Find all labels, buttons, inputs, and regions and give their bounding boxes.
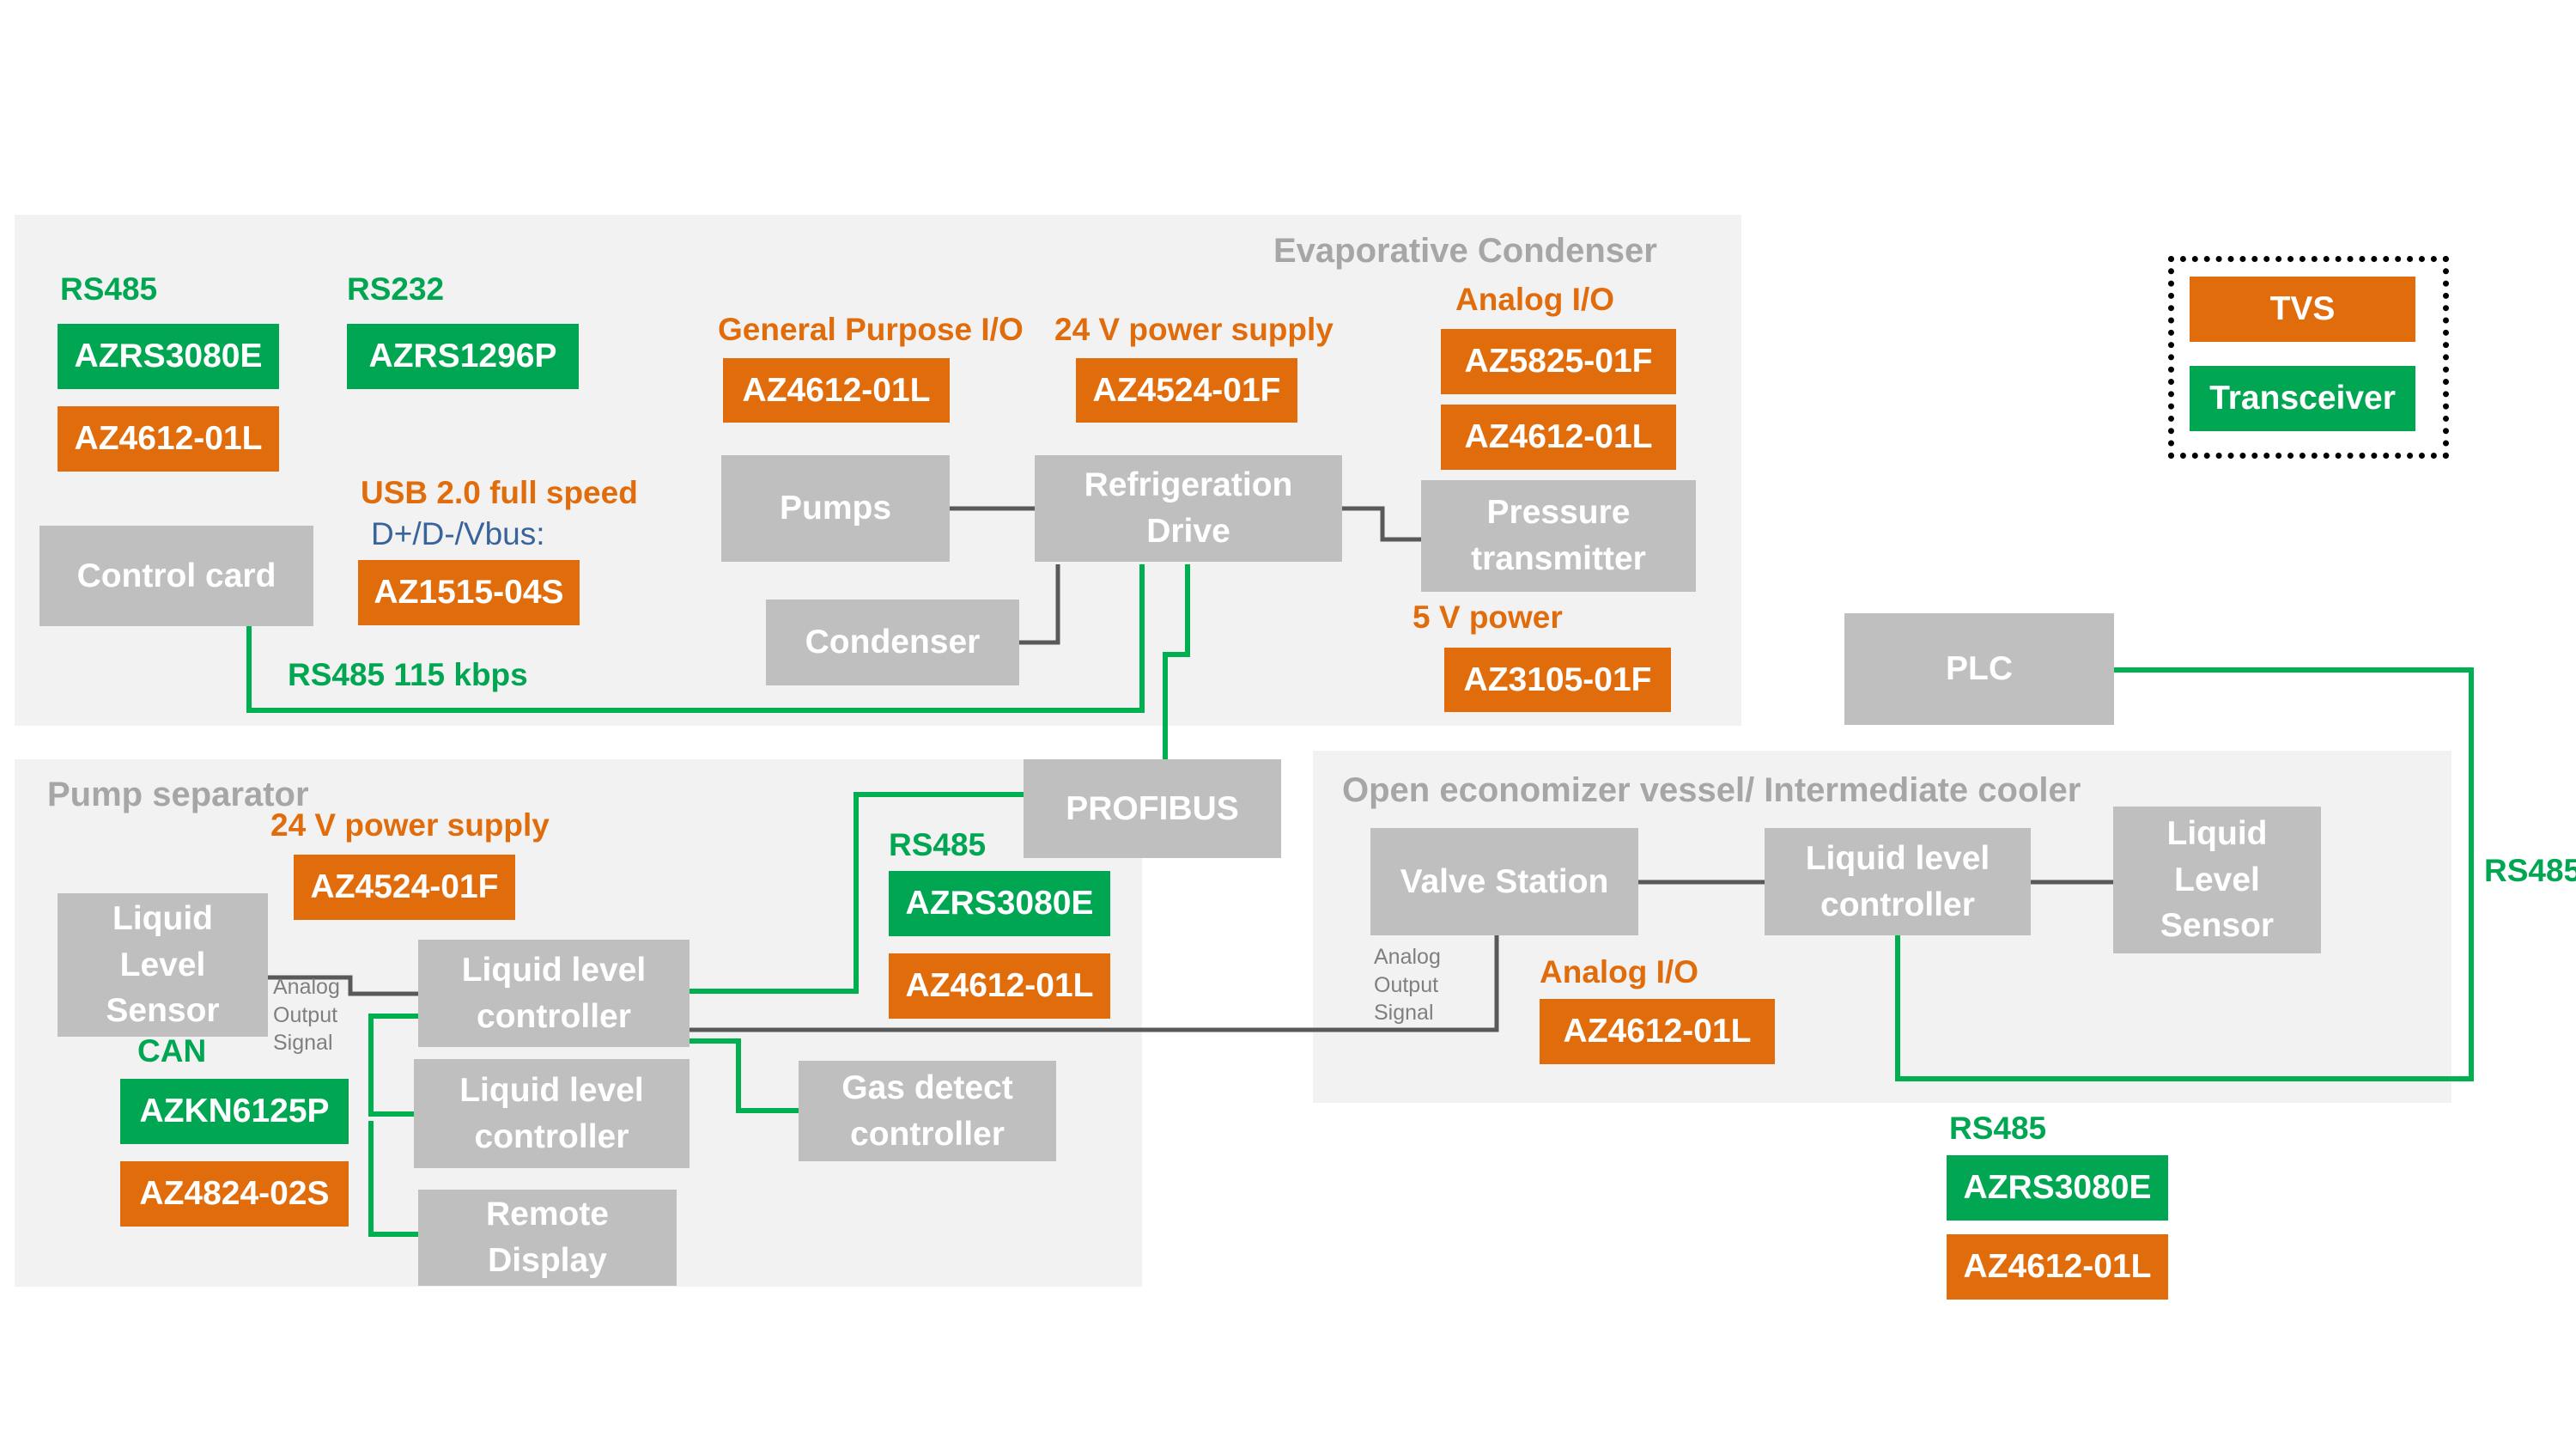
- node-valve-station: Valve Station: [1370, 828, 1638, 935]
- label-analog-io-econ: Analog I/O: [1540, 954, 1698, 989]
- node-liquid-level-controller-3: Liquid level controller: [1765, 828, 2031, 935]
- label-economizer-title: Open economizer vessel/ Intermediate coo…: [1342, 771, 2081, 809]
- part-azrs3080e-br: AZRS3080E: [1947, 1155, 2168, 1221]
- label-pump-separator-title: Pump separator: [47, 776, 309, 813]
- node-profibus: PROFIBUS: [1024, 759, 1281, 858]
- label-can: CAN: [137, 1033, 207, 1068]
- part-azrs1296p: AZRS1296P: [347, 324, 579, 389]
- label-analog-output-signal-ps: Analog Output Signal: [273, 975, 340, 1055]
- part-az4524-01f-top: AZ4524-01F: [1076, 358, 1297, 423]
- part-az1515-04s: AZ1515-04S: [358, 560, 580, 625]
- label-rs485-right: RS485: [2484, 853, 2576, 888]
- label-rs485-bottomright: RS485: [1949, 1111, 2047, 1146]
- part-legend-tvs: TVS: [2190, 277, 2415, 342]
- label-general-purpose-io: General Purpose I/O: [718, 312, 1024, 347]
- part-az4612-01l-mid: AZ4612-01L: [889, 953, 1110, 1019]
- label-analog-output-signal-econ: Analog Output Signal: [1374, 945, 1441, 1025]
- label-evaporative-title: Evaporative Condenser: [1273, 232, 1657, 270]
- line-controller1-gasdetect: [690, 1038, 799, 1113]
- part-az4524-01f-ps: AZ4524-01F: [294, 855, 515, 920]
- label-rs485-topleft: RS485: [60, 271, 158, 307]
- node-pressure-transmitter: Pressure transmitter: [1421, 480, 1696, 592]
- line-refrigeration-pressure: [1342, 506, 1421, 542]
- part-azkn6125p: AZKN6125P: [120, 1079, 349, 1144]
- line-condenser-refrigeration: [1019, 564, 1060, 645]
- label-rs485-mid: RS485: [889, 827, 987, 862]
- label-rs485-115kbps: RS485 115 kbps: [288, 657, 528, 692]
- label-d-vbus: D+/D-/Vbus:: [371, 516, 545, 551]
- node-control-card: Control card: [39, 526, 313, 626]
- line-plc-rs485-loop: [1895, 667, 2474, 1081]
- node-plc: PLC: [1844, 613, 2114, 725]
- label-24v-power-ps: 24 V power supply: [270, 807, 550, 843]
- part-az4612-01l-econ: AZ4612-01L: [1540, 999, 1775, 1064]
- label-24v-power-top: 24 V power supply: [1054, 312, 1334, 347]
- label-5v-power: 5 V power: [1413, 600, 1563, 635]
- node-liquid-level-controller-2: Liquid level controller: [414, 1059, 690, 1168]
- part-azrs3080e-mid: AZRS3080E: [889, 871, 1110, 936]
- node-liquid-level-sensor-econ: Liquid Level Sensor: [2113, 807, 2321, 953]
- label-analog-io-top: Analog I/O: [1455, 282, 1614, 317]
- node-pumps: Pumps: [721, 455, 950, 562]
- line-controller1-valvestation: [690, 935, 1499, 1032]
- node-liquid-level-sensor-ps: Liquid Level Sensor: [58, 893, 268, 1037]
- part-az4612-01l-gpio: AZ4612-01L: [723, 358, 950, 423]
- part-az4612-01l-analog: AZ4612-01L: [1441, 405, 1676, 470]
- label-rs232: RS232: [347, 271, 445, 307]
- node-remote-display: Remote Display: [418, 1190, 677, 1286]
- part-az4612-01l-top: AZ4612-01L: [58, 406, 279, 472]
- line-rs485-115kbps: [246, 564, 1145, 713]
- line-controller2-remotedisplay: [368, 1121, 418, 1237]
- line-controller1-controller2: [368, 1014, 418, 1117]
- node-liquid-level-controller-1: Liquid level controller: [418, 940, 690, 1047]
- part-az4612-01l-br: AZ4612-01L: [1947, 1234, 2168, 1300]
- part-azrs3080e-top: AZRS3080E: [58, 324, 279, 389]
- part-legend-transceiver: Transceiver: [2190, 366, 2415, 431]
- part-az3105-01f: AZ3105-01F: [1444, 648, 1671, 712]
- part-az5825-01f: AZ5825-01F: [1441, 329, 1676, 394]
- label-usb-fullspeed: USB 2.0 full speed: [361, 475, 638, 510]
- line-levelsensor-controller1: [268, 975, 418, 996]
- line-profibus-controller1: [690, 792, 1024, 994]
- node-gas-detect-controller: Gas detect controller: [799, 1061, 1056, 1161]
- node-refrigeration-drive: Refrigeration Drive: [1035, 455, 1342, 562]
- node-condenser: Condenser: [766, 600, 1019, 685]
- line-refrigeration-profibus: [1163, 564, 1190, 759]
- part-az4824-02s: AZ4824-02S: [120, 1161, 349, 1227]
